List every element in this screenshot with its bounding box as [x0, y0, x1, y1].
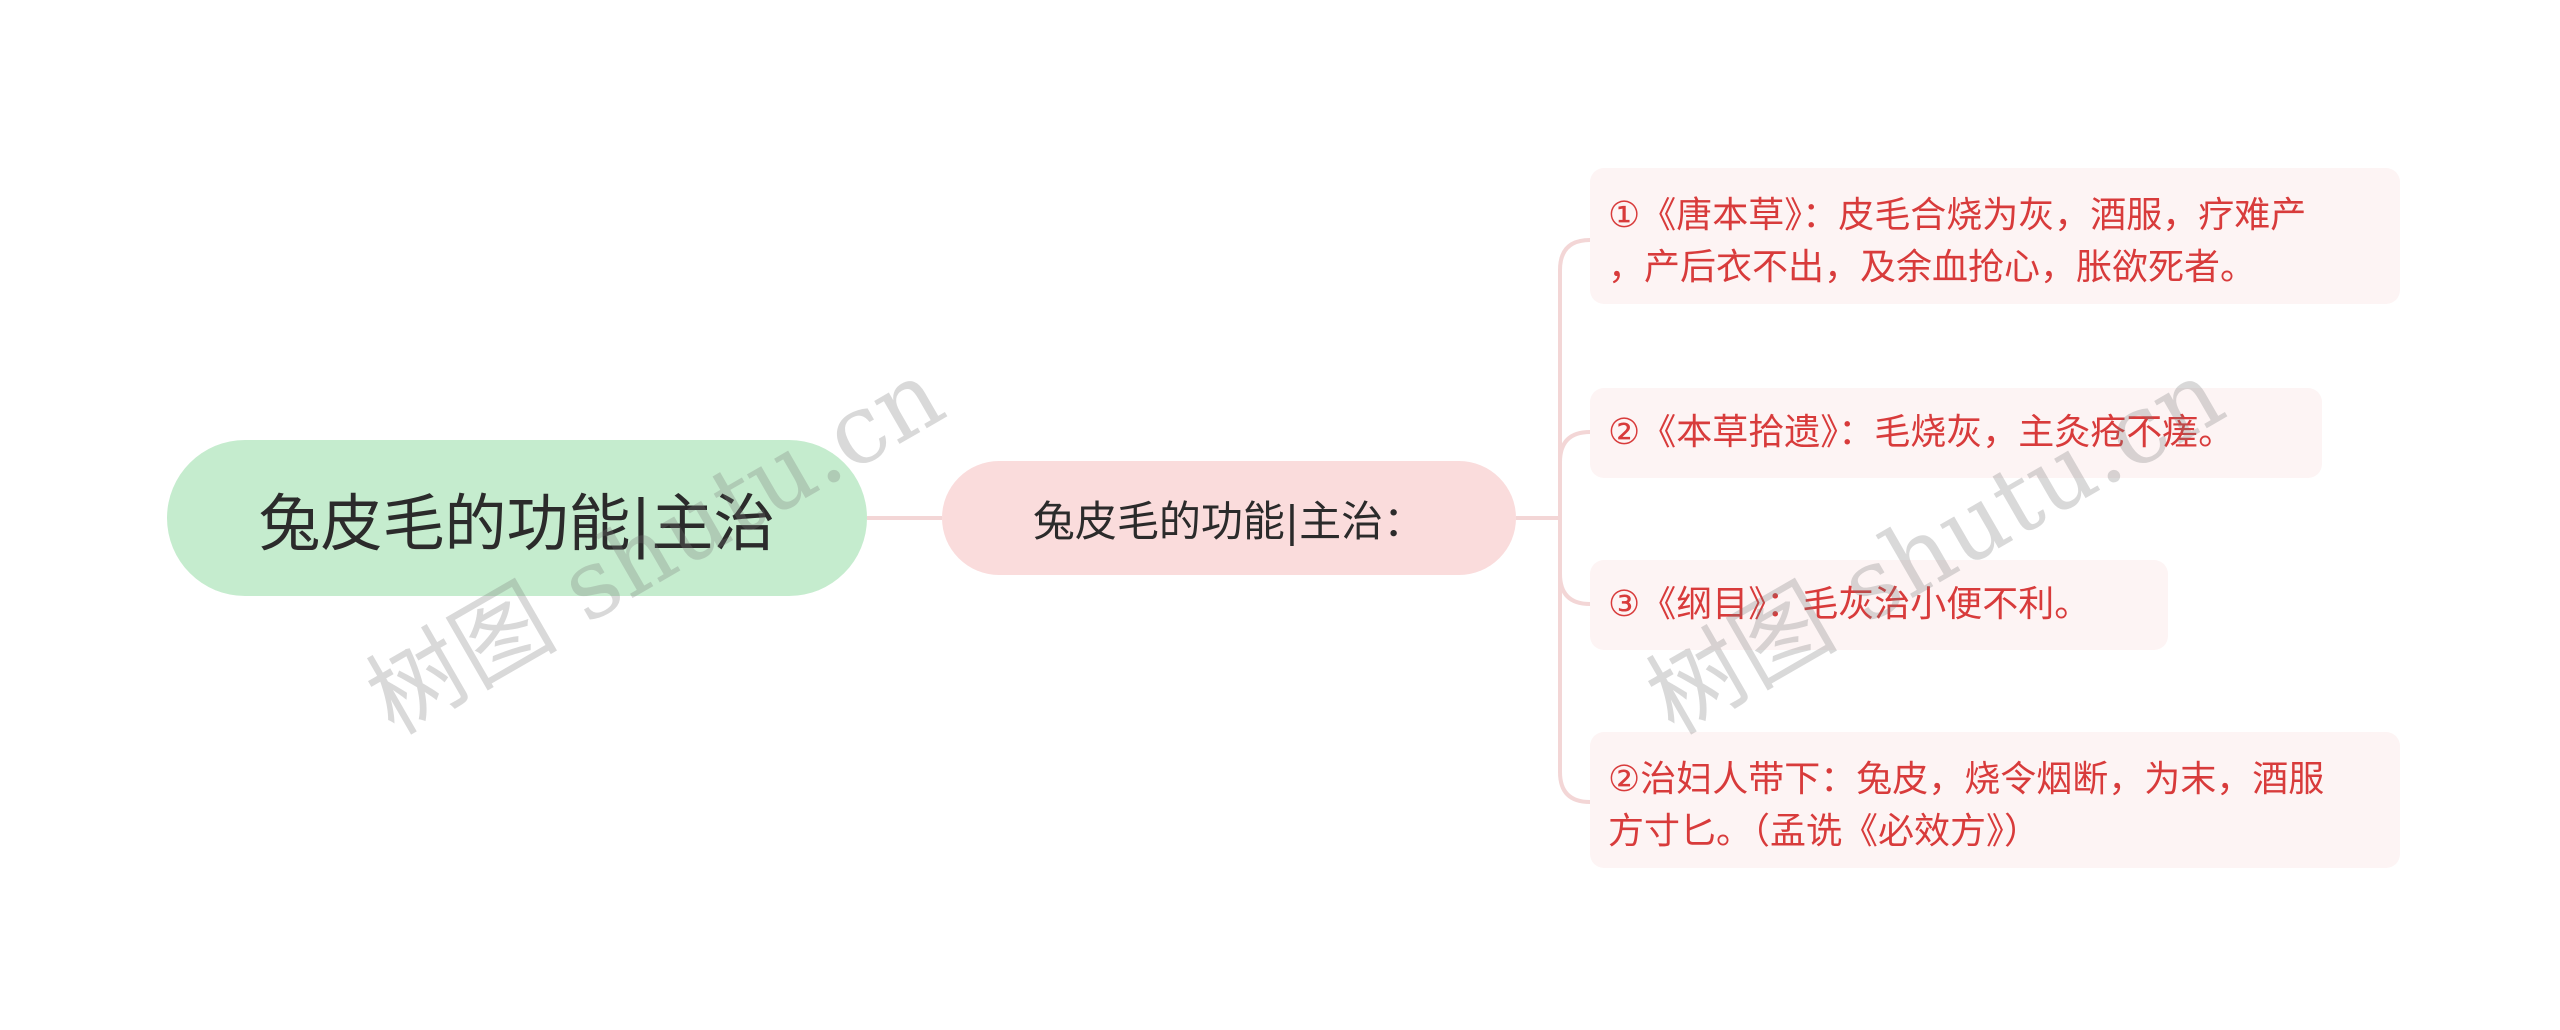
leaf-connector-2: [1558, 430, 1591, 518]
leaf-node-2-line-1: ②《本草拾遗》：毛烧灰，主灸疮不瘥。: [1608, 412, 2235, 453]
leaf-node-3-line-1: ③《纲目》：毛灰治小便不利。: [1608, 584, 2091, 625]
branch-node[interactable]: 兔皮毛的功能|主治：: [942, 461, 1516, 575]
leaf-node-3[interactable]: ③《纲目》：毛灰治小便不利。: [1590, 560, 2168, 650]
leaf-node-4[interactable]: ②治妇人带下：兔皮，烧令烟断，为末，酒服 方寸匕。（孟诜《必效方》）: [1590, 732, 2400, 868]
leaf-node-1[interactable]: ①《唐本草》：皮毛合烧为灰，酒服，疗难产 ，产后衣不出，及余血抢心，胀欲死者。: [1590, 168, 2400, 304]
leaf-node-1-line-2: ，产后衣不出，及余血抢心，胀欲死者。: [1608, 247, 2257, 288]
leaf-connector-4: [1558, 518, 1591, 804]
leaf-connector-1: [1558, 238, 1591, 518]
branch-node-label: 兔皮毛的功能|主治：: [1032, 496, 1426, 546]
leaf-connector-3: [1558, 518, 1591, 606]
leaf-node-4-line-1: ②治妇人带下：兔皮，烧令烟断，为末，酒服: [1608, 759, 2325, 800]
root-node-label: 兔皮毛的功能|主治: [258, 487, 776, 560]
leaf-node-2[interactable]: ②《本草拾遗》：毛烧灰，主灸疮不瘥。: [1590, 388, 2322, 478]
leaf-node-4-line-2: 方寸匕。（孟诜《必效方》）: [1608, 811, 2041, 852]
leaf-node-1-line-1: ①《唐本草》：皮毛合烧为灰，酒服，疗难产: [1608, 195, 2307, 236]
root-node[interactable]: 兔皮毛的功能|主治: [167, 440, 867, 596]
